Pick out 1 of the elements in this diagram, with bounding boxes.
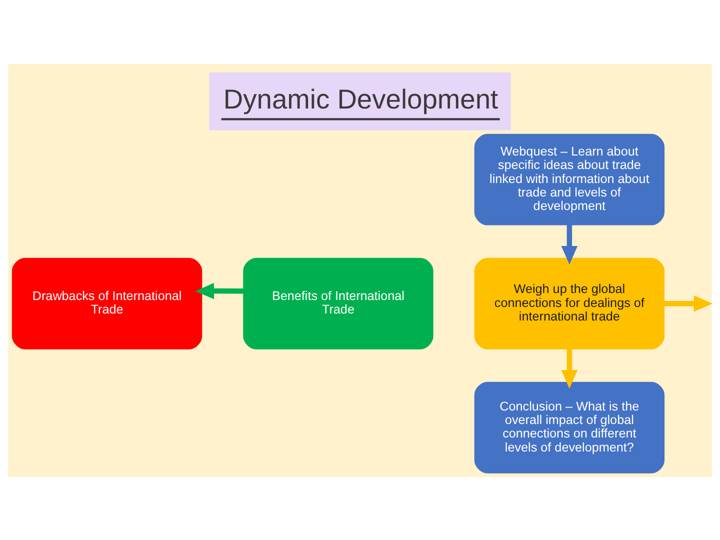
diagram-title: Dynamic Development: [223, 82, 498, 114]
